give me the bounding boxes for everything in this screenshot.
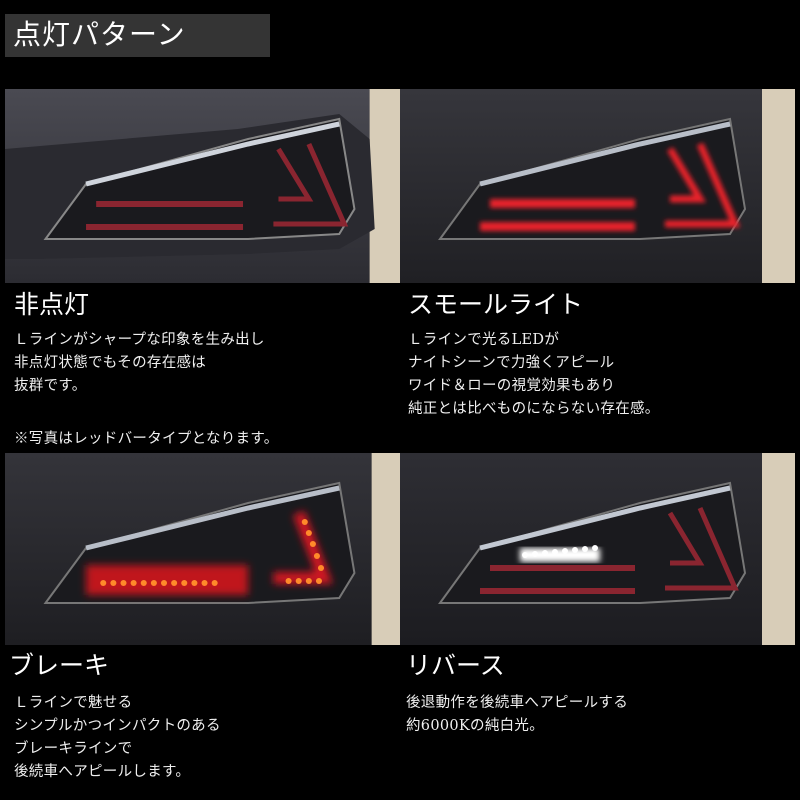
photo-tail-lamp-reverse xyxy=(400,453,795,645)
panel-off: 非点灯 Ｌラインがシャープな印象を生み出し 非点灯状態でもその存在感は 抜群です… xyxy=(5,89,400,449)
description-line: 抜群です。 xyxy=(14,378,87,394)
mode-description: 後退動作を後続車へアピールする 約6000Kの純白光。 xyxy=(406,692,628,738)
mode-title: 非点灯 xyxy=(14,290,90,319)
photo-tail-lamp-brake xyxy=(5,453,400,645)
description-line: 後退動作を後続車へアピールする xyxy=(406,695,628,711)
mode-description: Ｌラインで魅せる シンプルかつインパクトのある ブレーキラインで 後続車へアピー… xyxy=(14,692,221,784)
description-line: ワイド＆ローの視覚効果もあり xyxy=(408,378,616,394)
description-line: ナイトシーンで力強くアピール xyxy=(408,355,615,371)
photo-note: ※写真はレッドバータイプとなります。 xyxy=(14,431,279,447)
panel-reverse: リバース 後退動作を後続車へアピールする 約6000Kの純白光。 xyxy=(400,453,795,800)
description-line: ブレーキラインで xyxy=(14,741,133,757)
description-line: 純正とは比べものにならない存在感。 xyxy=(408,401,660,417)
panel-brake: ブレーキ Ｌラインで魅せる シンプルかつインパクトのある ブレーキラインで 後続… xyxy=(5,453,400,800)
description-line: 後続車へアピールします。 xyxy=(14,764,191,780)
section-title: 点灯パターン xyxy=(13,18,186,51)
photo-tail-lamp-small-light xyxy=(400,89,795,283)
panel-small-light: スモールライト Ｌラインで光るLEDが ナイトシーンで力強くアピール ワイド＆ロ… xyxy=(400,89,795,449)
mode-title: ブレーキ xyxy=(9,651,110,680)
description-line: Ｌラインで光るLEDが xyxy=(408,332,560,348)
description-line: シンプルかつインパクトのある xyxy=(14,718,221,734)
description-line: Ｌラインで魅せる xyxy=(14,695,133,711)
mode-title: リバース xyxy=(406,651,505,680)
description-line: 非点灯状態でもその存在感は xyxy=(14,355,207,371)
section-header: 点灯パターン xyxy=(5,14,270,57)
mode-description: Ｌラインで光るLEDが ナイトシーンで力強くアピール ワイド＆ローの視覚効果もあ… xyxy=(408,329,660,421)
photo-tail-lamp-unlit xyxy=(5,89,400,283)
description-line: 約6000Kの純白光。 xyxy=(406,718,545,734)
description-line: Ｌラインがシャープな印象を生み出し xyxy=(14,332,265,348)
mode-title: スモールライト xyxy=(408,290,584,319)
mode-description: Ｌラインがシャープな印象を生み出し 非点灯状態でもその存在感は 抜群です。 xyxy=(14,329,265,398)
